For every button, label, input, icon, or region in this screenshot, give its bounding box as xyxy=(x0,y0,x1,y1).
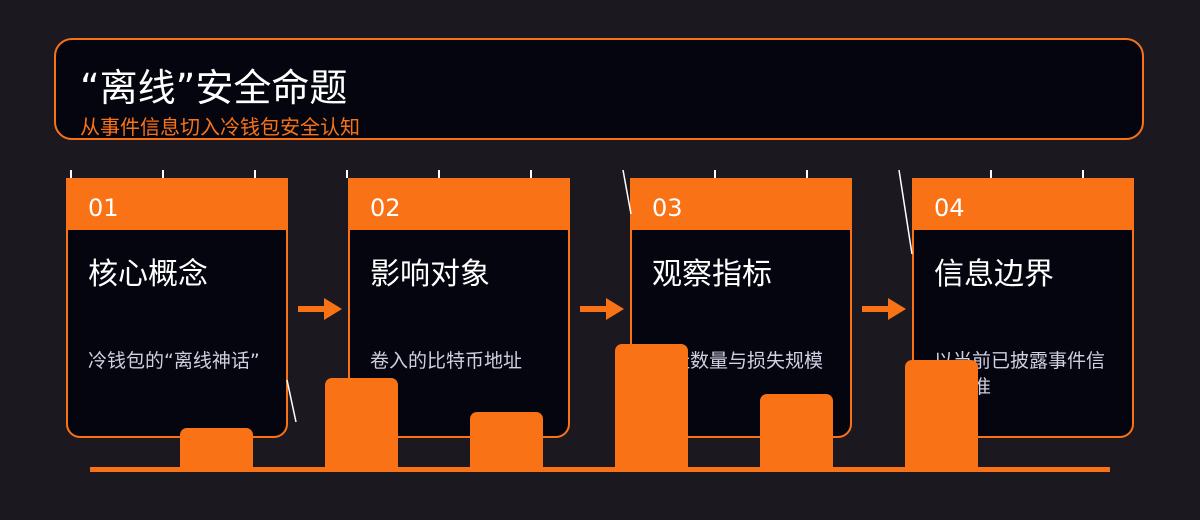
step-card-3: 03 观察指标 地址数量与损失规模 xyxy=(630,178,852,438)
step-title: 影响对象 xyxy=(370,257,490,292)
decor-block xyxy=(615,344,688,470)
decor-block xyxy=(760,394,833,470)
step-title: 信息边界 xyxy=(934,257,1054,292)
title-banner: “离线”安全命题 从事件信息切入冷钱包安全认知 xyxy=(54,38,1144,140)
decor-tick xyxy=(530,170,532,178)
decor-tick xyxy=(806,170,808,178)
decor-tick xyxy=(346,170,348,178)
step-title: 观察指标 xyxy=(652,257,772,292)
decor-tick xyxy=(438,170,440,178)
decor-tick xyxy=(162,170,164,178)
decor-block xyxy=(325,378,398,470)
arrow-right-icon xyxy=(580,298,624,320)
page-subtitle: 从事件信息切入冷钱包安全认知 xyxy=(80,115,360,139)
step-desc: 地址数量与损失规模 xyxy=(652,350,824,372)
step-number: 01 xyxy=(68,180,286,230)
decor-block xyxy=(470,412,543,470)
decor-tick xyxy=(1082,170,1084,178)
decor-block xyxy=(905,360,978,470)
decor-block xyxy=(180,428,253,470)
page-title: “离线”安全命题 xyxy=(80,66,348,110)
arrow-right-icon xyxy=(862,298,906,320)
step-number: 03 xyxy=(632,180,850,230)
step-card-1: 01 核心概念 冷钱包的“离线神话” xyxy=(66,178,288,438)
decor-tick xyxy=(70,170,72,178)
step-title: 核心概念 xyxy=(88,257,208,292)
decor-tick xyxy=(714,170,716,178)
timeline-baseline xyxy=(90,467,1110,472)
arrow-right-icon xyxy=(298,298,342,320)
step-desc: 卷入的比特币地址 xyxy=(370,350,523,372)
step-number: 04 xyxy=(914,180,1132,230)
step-number: 02 xyxy=(350,180,568,230)
step-desc: 冷钱包的“离线神话” xyxy=(88,350,260,372)
decor-tick xyxy=(990,170,992,178)
decor-tick xyxy=(254,170,256,178)
